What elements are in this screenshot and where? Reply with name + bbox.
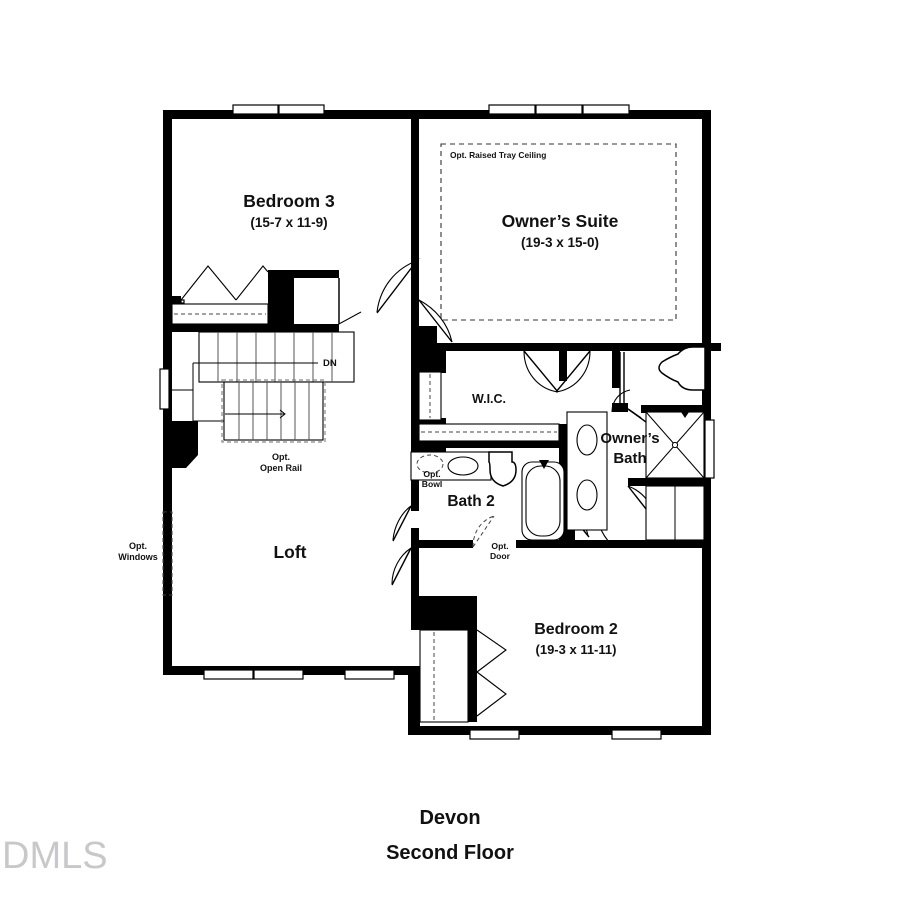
- bedroom-3-name: Bedroom 3: [243, 191, 335, 211]
- staircase: DN: [172, 331, 355, 443]
- opt-windows-label-line2: Windows: [118, 552, 157, 562]
- room-labels: Bedroom 3 (15-7 x 11-9) Owner’s Suite (1…: [243, 191, 659, 657]
- opt-door-label-line1: Opt.: [491, 541, 508, 551]
- bedroom-2-dimensions: (19-3 x 11-11): [536, 642, 617, 657]
- loft-name: Loft: [273, 542, 306, 562]
- windows: [159, 104, 715, 740]
- owners-bath-name-2: Bath: [613, 450, 646, 467]
- option-annotations: Opt. Open Rail Opt. Windows Opt. Bowl Op…: [118, 452, 510, 562]
- tray-ceiling-label: Opt. Raised Tray Ceiling: [450, 150, 546, 160]
- plan-name-title: Devon: [419, 807, 480, 829]
- owners-suite-dimensions: (19-3 x 15-0): [521, 235, 599, 250]
- tray-ceiling-outline: [440, 143, 677, 321]
- owners-suite-name: Owner’s Suite: [502, 211, 619, 231]
- bath2-fixtures: [410, 451, 565, 541]
- wic-name: W.I.C.: [472, 392, 506, 406]
- bath-2-name: Bath 2: [447, 493, 494, 510]
- bedroom-2-name: Bedroom 2: [534, 621, 618, 638]
- open-rail-label-line1: Opt.: [272, 452, 290, 462]
- opt-windows-label-line1: Opt.: [129, 541, 147, 551]
- owners-bath-name: Owner’s: [600, 430, 659, 447]
- floor-label-title: Second Floor: [386, 842, 514, 864]
- doors: [171, 257, 658, 723]
- bedroom-3-dimensions: (15-7 x 11-9): [250, 215, 327, 230]
- wic-shelving: [418, 371, 560, 442]
- opt-bowl-label-line1: Opt.: [423, 469, 440, 479]
- stair-direction-label: DN: [323, 358, 337, 369]
- watermark-logo: DMLS: [2, 835, 108, 877]
- owners-bath-fixtures: [566, 346, 706, 541]
- optional-windows-marker: [162, 511, 173, 596]
- open-rail-label-line2: Open Rail: [260, 463, 302, 473]
- opt-door-label-line2: Door: [490, 551, 511, 561]
- opt-bowl-label-line2: Bowl: [422, 479, 443, 489]
